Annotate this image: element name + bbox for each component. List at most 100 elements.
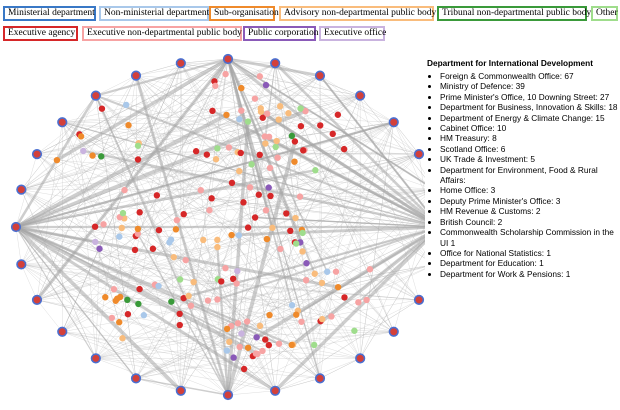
ministerial-department-node[interactable] — [57, 326, 68, 337]
organisation-node[interactable] — [251, 214, 259, 221]
organisation-node[interactable] — [206, 207, 213, 214]
organisation-node[interactable] — [136, 209, 143, 216]
organisation-node[interactable] — [236, 116, 243, 123]
organisation-node[interactable] — [267, 192, 274, 200]
organisation-node[interactable] — [208, 195, 215, 202]
organisation-node[interactable] — [238, 330, 245, 337]
organisation-node[interactable] — [265, 341, 273, 349]
ministerial-department-node[interactable] — [270, 58, 281, 69]
organisation-node[interactable] — [140, 312, 148, 319]
network-nodes[interactable] — [10, 53, 425, 401]
organisation-node[interactable] — [134, 142, 142, 149]
organisation-node[interactable] — [214, 145, 221, 152]
organisation-node[interactable] — [262, 140, 269, 147]
organisation-node[interactable] — [256, 151, 263, 159]
organisation-node[interactable] — [363, 296, 370, 304]
organisation-node[interactable] — [223, 111, 230, 119]
filter-advisory-non-departmental-public-body[interactable]: Advisory non-departmental public body — [279, 6, 436, 21]
organisation-node[interactable] — [180, 210, 187, 218]
organisation-node[interactable] — [341, 294, 348, 301]
organisation-node[interactable] — [100, 221, 107, 228]
organisation-node[interactable] — [108, 314, 116, 322]
ministerial-department-node[interactable] — [31, 294, 43, 305]
organisation-node[interactable] — [135, 300, 142, 308]
organisation-node[interactable] — [293, 311, 300, 318]
organisation-node[interactable] — [222, 70, 229, 78]
organisation-node[interactable] — [180, 294, 187, 302]
ministerial-department-node[interactable] — [270, 385, 281, 396]
organisation-node[interactable] — [80, 147, 87, 155]
organisation-node[interactable] — [218, 278, 225, 285]
organisation-node[interactable] — [134, 230, 142, 237]
organisation-node[interactable] — [92, 238, 99, 246]
organisation-node[interactable] — [237, 149, 244, 157]
organisation-network-graph[interactable] — [0, 48, 425, 410]
organisation-node[interactable] — [275, 340, 283, 347]
organisation-node[interactable] — [176, 276, 184, 283]
organisation-node[interactable] — [318, 279, 326, 287]
organisation-node[interactable] — [274, 154, 281, 161]
organisation-node[interactable] — [312, 167, 319, 174]
ministerial-department-node[interactable] — [90, 90, 101, 101]
organisation-node[interactable] — [155, 282, 162, 290]
ministerial-department-node[interactable] — [16, 259, 27, 270]
organisation-node[interactable] — [209, 107, 216, 115]
organisation-node[interactable] — [124, 310, 132, 318]
filter-sub-organisation[interactable]: Sub-organisation — [209, 6, 279, 21]
organisation-node[interactable] — [302, 107, 309, 115]
ministerial-department-node[interactable] — [314, 70, 326, 81]
organisation-node[interactable] — [257, 108, 265, 115]
organisation-node[interactable] — [310, 341, 318, 349]
organisation-node[interactable] — [190, 278, 197, 286]
organisation-node[interactable] — [262, 207, 270, 214]
organisation-node[interactable] — [197, 186, 204, 194]
organisation-node[interactable] — [170, 253, 177, 261]
organisation-node[interactable] — [234, 267, 241, 275]
ministerial-department-node[interactable] — [130, 373, 142, 384]
ministerial-department-node[interactable] — [314, 373, 326, 384]
organisation-node[interactable] — [288, 341, 295, 349]
ministerial-department-node[interactable] — [16, 184, 27, 195]
organisation-node[interactable] — [253, 334, 260, 341]
organisation-node[interactable] — [302, 277, 310, 284]
ministerial-department-node[interactable] — [57, 117, 68, 128]
organisation-node[interactable] — [288, 302, 296, 309]
organisation-node[interactable] — [248, 161, 255, 168]
ministerial-department-node[interactable] — [355, 353, 366, 364]
organisation-node[interactable] — [272, 143, 279, 151]
organisation-node[interactable] — [255, 191, 263, 198]
organisation-node[interactable] — [243, 318, 251, 325]
organisation-node[interactable] — [172, 226, 180, 233]
organisation-node[interactable] — [228, 179, 236, 187]
organisation-node[interactable] — [203, 151, 211, 158]
organisation-node[interactable] — [303, 260, 310, 267]
organisation-node[interactable] — [334, 283, 342, 291]
organisation-node[interactable] — [265, 133, 273, 141]
ministerial-department-node[interactable] — [355, 90, 366, 101]
organisation-node[interactable] — [240, 199, 247, 206]
filter-public-corporation[interactable]: Public corporation — [243, 26, 318, 41]
organisation-node[interactable] — [234, 320, 242, 327]
filter-executive-non-departmental-public-body[interactable]: Executive non-departmental public body — [82, 26, 242, 41]
organisation-node[interactable] — [223, 347, 231, 354]
organisation-node[interactable] — [121, 186, 128, 194]
organisation-node[interactable] — [298, 318, 305, 325]
organisation-node[interactable] — [155, 226, 163, 234]
organisation-node[interactable] — [296, 193, 304, 200]
organisation-node[interactable] — [136, 285, 143, 293]
organisation-node[interactable] — [324, 268, 331, 275]
organisation-node[interactable] — [116, 319, 123, 326]
organisation-node[interactable] — [131, 246, 139, 254]
organisation-node[interactable] — [225, 144, 233, 151]
organisation-node[interactable] — [214, 236, 221, 244]
organisation-node[interactable] — [238, 107, 245, 114]
organisation-node[interactable] — [153, 192, 161, 199]
ministerial-department-node[interactable] — [222, 53, 234, 65]
organisation-node[interactable] — [292, 240, 300, 247]
organisation-node[interactable] — [77, 133, 85, 140]
organisation-node[interactable] — [214, 296, 221, 303]
organisation-node[interactable] — [233, 280, 240, 287]
organisation-node[interactable] — [266, 164, 274, 172]
organisation-node[interactable] — [236, 343, 243, 351]
organisation-node[interactable] — [351, 327, 358, 334]
